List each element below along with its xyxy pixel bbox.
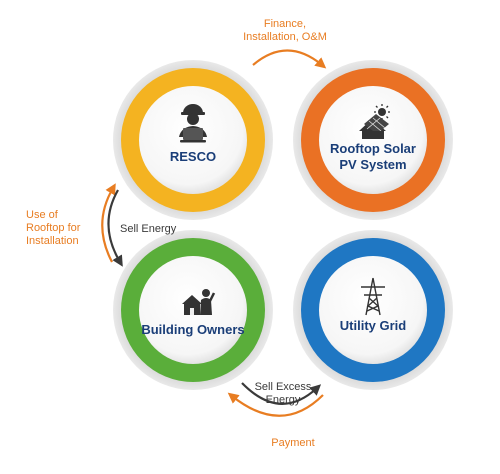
- resco-label: RESCO: [169, 149, 217, 164]
- sell-excess-arrow: [241, 382, 322, 405]
- transmission-tower-icon: [361, 277, 385, 316]
- rooftop-use-arrow: [101, 183, 116, 263]
- sell-excess-label: Sell Excess Energy: [254, 381, 312, 406]
- house-solar-panel-icon: [359, 104, 390, 139]
- owners-label: Building Owners: [141, 322, 245, 337]
- grid-node: [293, 230, 453, 390]
- owners-node: [113, 230, 273, 390]
- payment-arrow: [227, 392, 324, 417]
- worker-laptop-icon: [179, 104, 207, 143]
- rooftop-use-label: Use of Rooftop for Installation: [26, 209, 81, 247]
- payment-label: Payment: [271, 437, 315, 449]
- rooftop-label: Rooftop Solar PV System: [330, 141, 416, 172]
- house-person-icon: [182, 289, 216, 315]
- finance-label: Finance, Installation, O&M: [243, 18, 327, 43]
- grid-label: Utility Grid: [339, 318, 407, 333]
- resco-node: [113, 60, 273, 220]
- finance-arrow: [252, 49, 327, 69]
- sell-energy-label: Sell Energy: [120, 223, 177, 235]
- rooftop-node: [293, 60, 453, 220]
- sell-energy-arrow: [107, 189, 123, 267]
